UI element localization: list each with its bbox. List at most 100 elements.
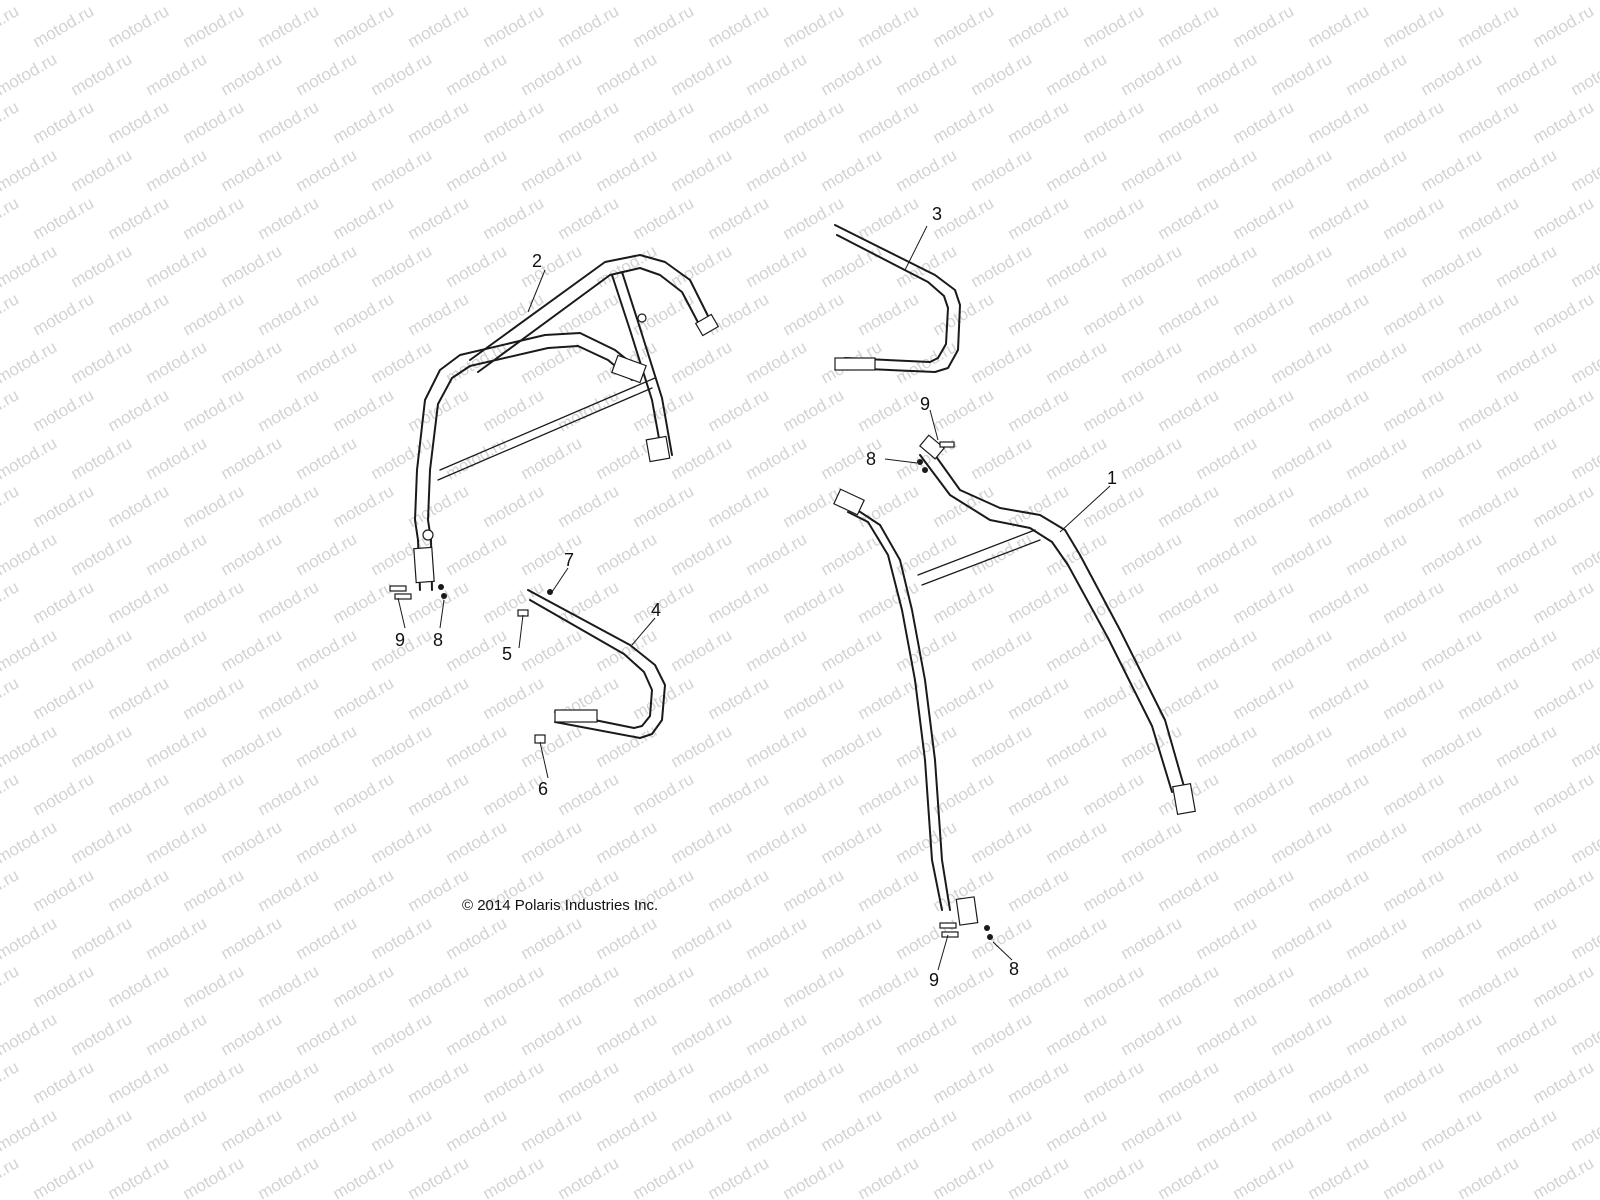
watermark-text: motod.ru — [1418, 337, 1486, 387]
watermark-text: motod.ru — [443, 0, 511, 3]
watermark-text: motod.ru — [1230, 769, 1298, 819]
watermark-text: motod.ru — [1043, 817, 1111, 867]
watermark-text: motod.ru — [968, 721, 1036, 771]
watermark-text: motod.ru — [668, 721, 736, 771]
watermark-text: motod.ru — [255, 673, 323, 723]
watermark-text: motod.ru — [1005, 1, 1073, 51]
watermark-text: motod.ru — [68, 433, 136, 483]
watermark-text: motod.ru — [1080, 769, 1148, 819]
watermark-text: motod.ru — [743, 913, 811, 963]
watermark-text: motod.ru — [143, 1009, 211, 1059]
watermark-text: motod.ru — [1268, 337, 1336, 387]
watermark-text: motod.ru — [0, 433, 60, 483]
watermark-text: motod.ru — [105, 1, 173, 51]
watermark-text: motod.ru — [1493, 625, 1561, 675]
watermark-text: motod.ru — [68, 145, 136, 195]
watermark-text: motod.ru — [1193, 0, 1261, 3]
watermark-text: motod.ru — [330, 961, 398, 1011]
watermark-text: motod.ru — [1530, 1057, 1598, 1107]
watermark-text: motod.ru — [1380, 193, 1448, 243]
watermark-text: motod.ru — [668, 145, 736, 195]
watermark-text: motod.ru — [255, 865, 323, 915]
watermark-text: motod.ru — [218, 0, 286, 3]
watermark-text: motod.ru — [368, 241, 436, 291]
watermark-text: motod.ru — [0, 1057, 22, 1107]
watermark-text: motod.ru — [1380, 385, 1448, 435]
watermark-text: motod.ru — [1155, 193, 1223, 243]
watermark-text: motod.ru — [1305, 961, 1373, 1011]
watermark-text: motod.ru — [930, 1153, 998, 1200]
watermark-text: motod.ru — [143, 817, 211, 867]
watermark-text: motod.ru — [330, 193, 398, 243]
watermark-text: motod.ru — [743, 145, 811, 195]
watermark-text: motod.ru — [1118, 145, 1186, 195]
watermark-text: motod.ru — [218, 913, 286, 963]
watermark-text: motod.ru — [1305, 97, 1373, 147]
watermark-text: motod.ru — [1230, 1057, 1298, 1107]
watermark-text: motod.ru — [1530, 1, 1598, 51]
watermark-text: motod.ru — [930, 97, 998, 147]
watermark-text: motod.ru — [368, 145, 436, 195]
watermark-text: motod.ru — [968, 1105, 1036, 1155]
watermark-text: motod.ru — [855, 1153, 923, 1200]
watermark-text: motod.ru — [443, 625, 511, 675]
watermark-text: motod.ru — [705, 289, 773, 339]
watermark-text: motod.ru — [218, 337, 286, 387]
watermark-text: motod.ru — [405, 769, 473, 819]
watermark-text: motod.ru — [780, 1, 848, 51]
watermark-text: motod.ru — [480, 673, 548, 723]
watermark-text: motod.ru — [668, 817, 736, 867]
watermark-text: motod.ru — [218, 145, 286, 195]
watermark-text: motod.ru — [330, 97, 398, 147]
watermark-text: motod.ru — [1493, 817, 1561, 867]
watermark-text: motod.ru — [1380, 1153, 1448, 1200]
watermark-text: motod.ru — [1418, 529, 1486, 579]
watermark-text: motod.ru — [405, 961, 473, 1011]
watermark-text: motod.ru — [1268, 1105, 1336, 1155]
watermark-text: motod.ru — [443, 721, 511, 771]
watermark-text: motod.ru — [255, 289, 323, 339]
watermark-text: motod.ru — [0, 961, 22, 1011]
watermark-text: motod.ru — [930, 673, 998, 723]
callout-2: 2 — [532, 251, 542, 271]
watermark-text: motod.ru — [1380, 769, 1448, 819]
watermark-text: motod.ru — [180, 673, 248, 723]
watermark-text: motod.ru — [780, 385, 848, 435]
watermark-text: motod.ru — [1080, 1153, 1148, 1200]
watermark-text: motod.ru — [780, 481, 848, 531]
watermark-text: motod.ru — [1193, 49, 1261, 99]
watermark-text: motod.ru — [443, 529, 511, 579]
watermark-text: motod.ru — [893, 913, 961, 963]
watermark-text: motod.ru — [855, 769, 923, 819]
watermark-text: motod.ru — [1005, 97, 1073, 147]
watermark-text: motod.ru — [1043, 529, 1111, 579]
watermark-text: motod.ru — [1005, 1057, 1073, 1107]
watermark-text: motod.ru — [1380, 1, 1448, 51]
watermark-text: motod.ru — [255, 385, 323, 435]
watermark-text: motod.ru — [1455, 769, 1523, 819]
watermark-text: motod.ru — [705, 769, 773, 819]
watermark-text: motod.ru — [30, 769, 98, 819]
watermark-text: motod.ru — [1455, 865, 1523, 915]
watermark-text: motod.ru — [105, 673, 173, 723]
watermark-text: motod.ru — [668, 241, 736, 291]
watermark-text: motod.ru — [818, 721, 886, 771]
watermark-text: motod.ru — [30, 577, 98, 627]
watermark-text: motod.ru — [743, 0, 811, 3]
watermark-text: motod.ru — [780, 97, 848, 147]
watermark-text: motod.ru — [1380, 673, 1448, 723]
watermark-text: motod.ru — [218, 529, 286, 579]
watermark-text: motod.ru — [255, 481, 323, 531]
watermark-text: motod.ru — [480, 193, 548, 243]
watermark-text: motod.ru — [1493, 145, 1561, 195]
watermark-text: motod.ru — [1155, 865, 1223, 915]
watermark-text: motod.ru — [668, 433, 736, 483]
watermark-text: motod.ru — [1193, 913, 1261, 963]
watermark-text: motod.ru — [855, 289, 923, 339]
watermark-text: motod.ru — [668, 337, 736, 387]
watermark-text: motod.ru — [1493, 913, 1561, 963]
watermark-text: motod.ru — [330, 1057, 398, 1107]
watermark-text: motod.ru — [593, 817, 661, 867]
watermark-text: motod.ru — [1268, 1009, 1336, 1059]
watermark-text: motod.ru — [780, 961, 848, 1011]
